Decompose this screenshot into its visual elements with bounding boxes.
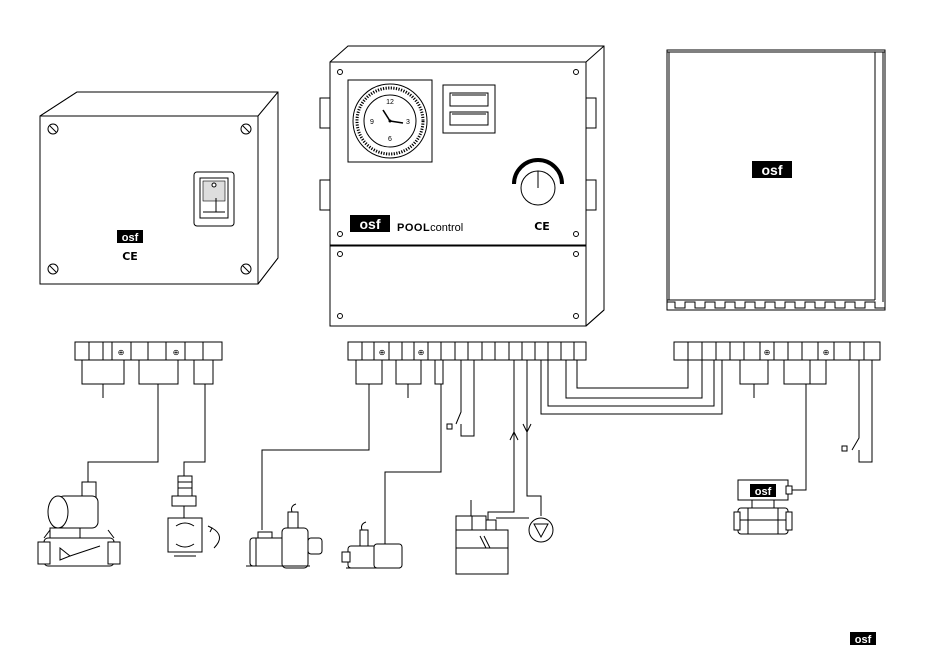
svg-text:12: 12 bbox=[386, 99, 394, 106]
footer-logo: osf bbox=[850, 632, 876, 646]
pool-control-box: 12 3 6 9 osf POOLcontrol CE bbox=[320, 46, 604, 326]
motorized-valve-icon: osf bbox=[734, 480, 792, 534]
svg-text:6: 6 bbox=[388, 136, 392, 143]
screw-icon bbox=[338, 252, 343, 257]
svg-text:3: 3 bbox=[406, 119, 410, 126]
ground-icon: ⊕ bbox=[118, 348, 125, 357]
pump-icon bbox=[342, 522, 402, 568]
pool-control-label: POOLcontrol bbox=[397, 222, 463, 234]
svg-text:osf: osf bbox=[762, 162, 783, 178]
control-cabinet: osf bbox=[667, 50, 885, 310]
svg-text:osf: osf bbox=[755, 486, 772, 498]
screw-icon bbox=[574, 314, 579, 319]
screw-icon bbox=[574, 70, 579, 75]
screw-icon bbox=[574, 232, 579, 237]
timer-clock[interactable]: 12 3 6 9 bbox=[348, 80, 432, 162]
svg-text:osf: osf bbox=[360, 216, 381, 232]
switch-box: osf CE bbox=[40, 92, 278, 284]
ce-mark: CE bbox=[534, 220, 550, 233]
screw-icon bbox=[338, 70, 343, 75]
heater-icon bbox=[456, 500, 508, 574]
terminal-strip-center: ⊕ ⊕ bbox=[262, 342, 722, 548]
ground-icon: ⊕ bbox=[764, 348, 771, 357]
solenoid-valve-icon bbox=[38, 482, 120, 566]
ground-icon: ⊕ bbox=[379, 348, 386, 357]
svg-text:9: 9 bbox=[370, 119, 374, 126]
svg-text:osf: osf bbox=[122, 232, 139, 244]
display-panel bbox=[443, 85, 495, 133]
ground-icon: ⊕ bbox=[173, 348, 180, 357]
ground-icon: ⊕ bbox=[418, 348, 425, 357]
ground-icon: ⊕ bbox=[823, 348, 830, 357]
pump-icon bbox=[246, 504, 322, 568]
level-switch-icon bbox=[168, 476, 220, 556]
svg-text:osf: osf bbox=[855, 634, 872, 646]
screw-icon bbox=[338, 232, 343, 237]
screw-icon bbox=[574, 252, 579, 257]
ce-mark: CE bbox=[122, 250, 138, 263]
terminal-strip-right: ⊕ ⊕ bbox=[674, 342, 880, 490]
terminal-strip-left: ⊕ ⊕ bbox=[75, 342, 222, 482]
screw-icon bbox=[338, 314, 343, 319]
